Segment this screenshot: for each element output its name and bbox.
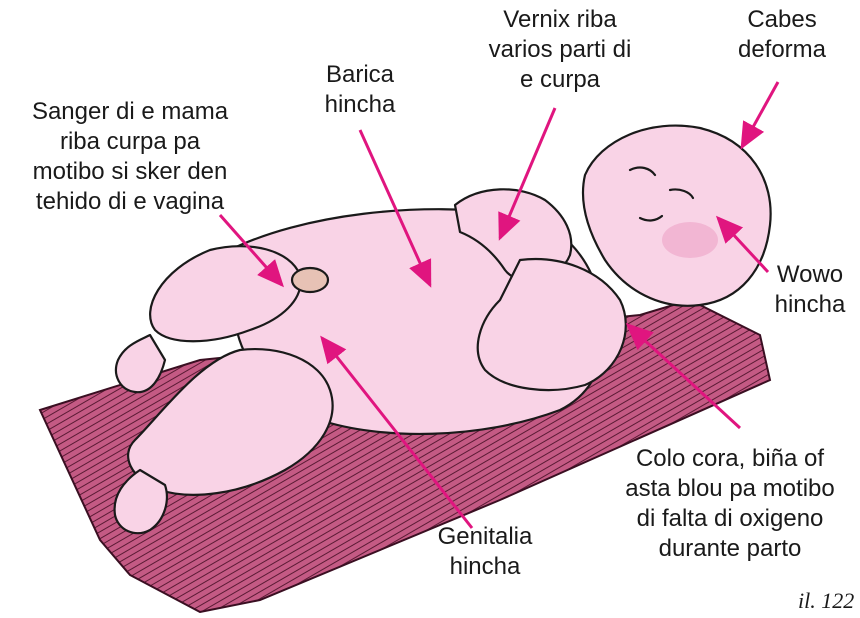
label-genitalia: Genitalia hincha	[420, 522, 550, 582]
figure-caption: il. 122	[798, 588, 854, 614]
cheek-swelling	[662, 222, 718, 258]
label-wowo: Wowo hincha	[760, 260, 860, 320]
label-vernix: Vernix riba varios parti di e curpa	[470, 5, 650, 95]
label-barica: Barica hincha	[300, 60, 420, 120]
label-sanger: Sanger di e mama riba curpa pa motibo si…	[0, 97, 260, 217]
genitalia	[292, 268, 328, 292]
label-colo: Colo cora, biña of asta blou pa motibo d…	[600, 444, 860, 564]
arrow-cabes	[742, 82, 778, 147]
label-cabes: Cabes deforma	[722, 5, 842, 65]
baby-head	[583, 126, 771, 306]
